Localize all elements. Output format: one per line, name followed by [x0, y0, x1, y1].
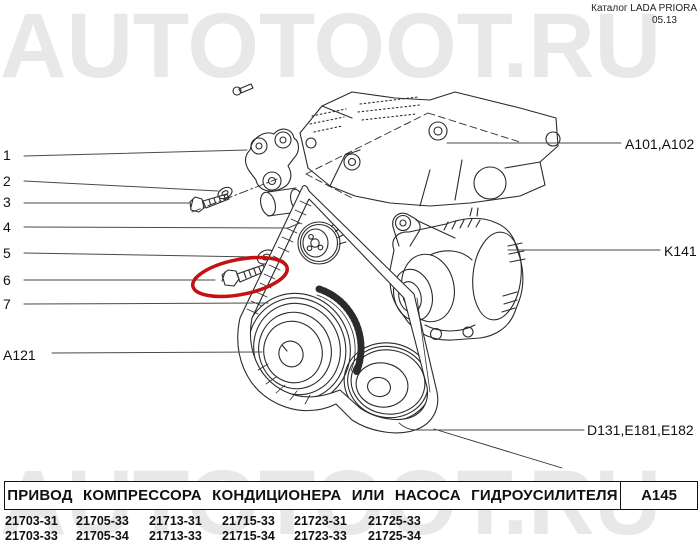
parts-table-header: ПРИВОД КОМПРЕССОРА КОНДИЦИОНЕРА ИЛИ НАСО…: [4, 481, 698, 510]
parts-table-code: A145: [620, 482, 697, 509]
part-number: 21715-33: [222, 514, 275, 528]
part-number: 21705-34: [76, 529, 129, 543]
part-number: 21725-33: [368, 514, 421, 528]
callout-6: 6: [3, 272, 11, 288]
belt-drawing: [237, 185, 439, 434]
callout-2: 2: [3, 173, 11, 189]
part-number-column: 21705-33 21705-34: [76, 514, 146, 544]
catalog-header: Каталог LADA PRIORA 05.13: [591, 3, 697, 27]
callout-k141: K141: [664, 243, 697, 259]
bracket-drawing: [244, 128, 300, 192]
part-number-column: 21725-33 21725-34: [368, 514, 438, 544]
parts-table-title: ПРИВОД КОМПРЕССОРА КОНДИЦИОНЕРА ИЛИ НАСО…: [7, 487, 618, 504]
catalog-title: Каталог LADA PRIORA: [591, 3, 697, 14]
alternator-drawing: [389, 207, 526, 341]
block-edge-line: [433, 428, 563, 469]
part-number: 21713-33: [149, 529, 202, 543]
part-number: 21725-34: [368, 529, 421, 543]
callout-a101-a102: A101,A102: [625, 136, 695, 152]
highlight-ellipse: [191, 255, 289, 299]
watermark-top: AUTOTOOT.RU: [0, 0, 662, 97]
part-number-column: 21713-31 21713-33: [149, 514, 219, 544]
callout-1: 1: [3, 147, 11, 163]
leader-lines: [23, 142, 661, 431]
engine-block-drawing: [191, 83, 561, 217]
part-number-column: 21715-33 21715-34: [222, 514, 292, 544]
callout-7: 7: [3, 296, 11, 312]
part-number: 21703-33: [5, 529, 58, 543]
part-number: 21715-34: [222, 529, 275, 543]
callout-4: 4: [3, 219, 11, 235]
part-number: 21713-31: [149, 514, 202, 528]
callout-5: 5: [3, 245, 11, 261]
part-number: 21723-31: [294, 514, 347, 528]
catalog-issue: 05.13: [651, 15, 677, 26]
callout-a121: A121: [3, 347, 36, 363]
part-number: 21703-31: [5, 514, 58, 528]
part-number-column: 21703-31 21703-33: [5, 514, 75, 544]
part-number: 21705-33: [76, 514, 129, 528]
part-number: 21723-33: [294, 529, 347, 543]
callout-d131-e181-e182: D131,E181,E182: [587, 422, 694, 438]
part-number-column: 21723-31 21723-33: [294, 514, 364, 544]
bolt-item3-drawing: [189, 193, 230, 213]
callout-3: 3: [3, 194, 11, 210]
